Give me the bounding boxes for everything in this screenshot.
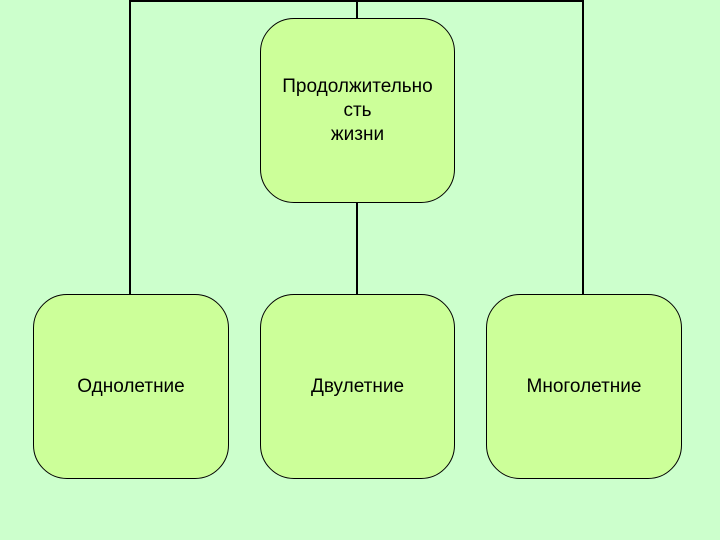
child-node-perennials-label: Многолетние	[526, 375, 642, 397]
child-node-biennials-label: Двулетние	[310, 375, 405, 397]
root-node-label: Продолжительно сть жизни	[282, 75, 433, 145]
root-node: Продолжительно сть жизни	[260, 18, 455, 203]
child-node-annuals-label: Однолетние	[77, 375, 185, 397]
child-node-annuals: Однолетние	[33, 294, 229, 479]
child-node-biennials: Двулетние	[260, 294, 455, 479]
child-node-perennials: Многолетние	[486, 294, 682, 479]
